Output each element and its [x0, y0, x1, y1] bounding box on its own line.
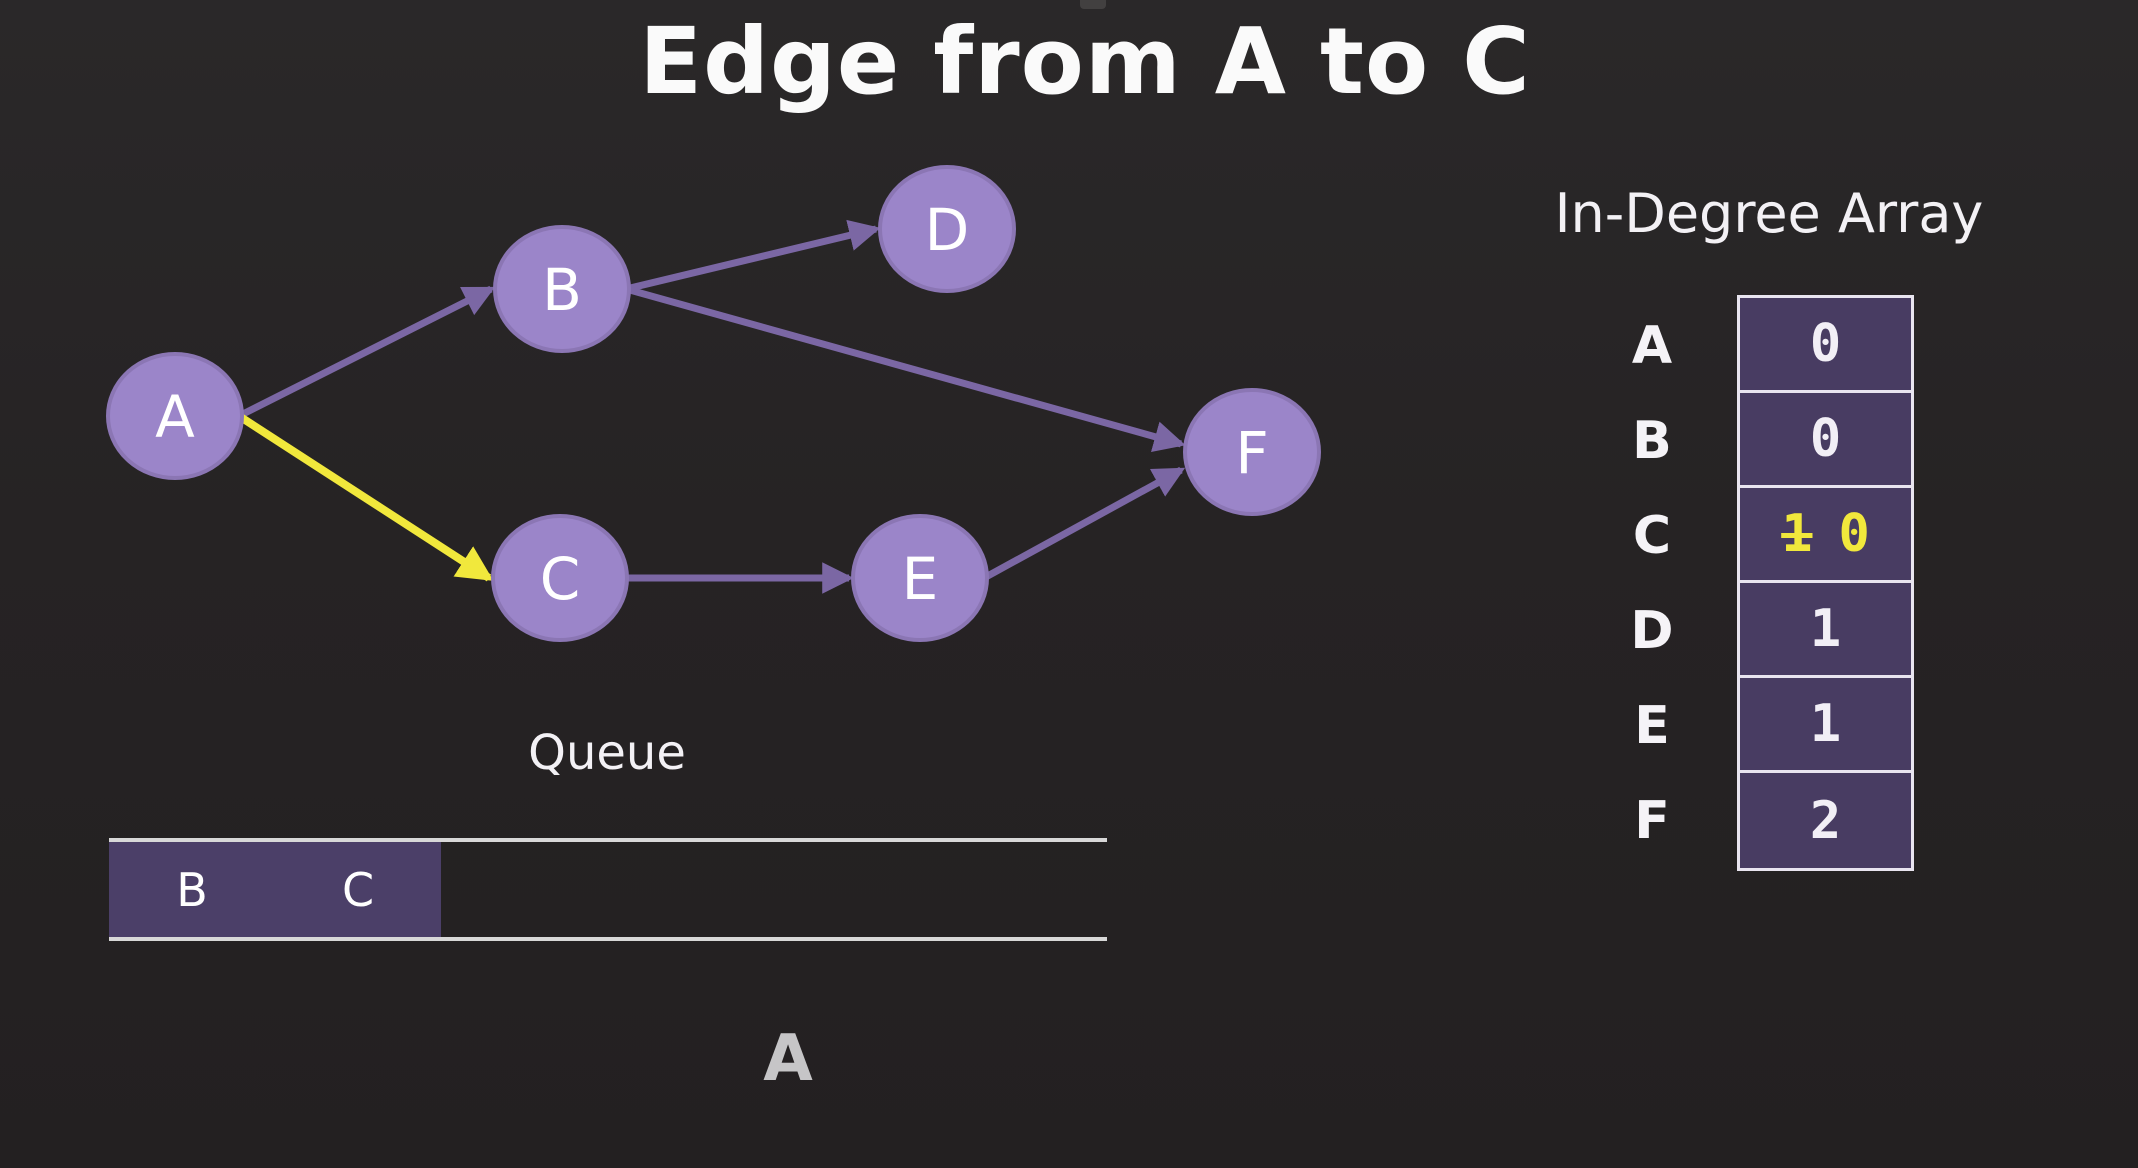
indegree-row-label-E: E [1634, 695, 1670, 756]
node-circle-D [878, 165, 1016, 293]
graph-node-E: E [851, 514, 989, 642]
queue-item-C: C [341, 862, 375, 917]
edge-E-F [982, 466, 1186, 582]
graph-nodes: A B C D E F [106, 165, 1321, 642]
graph-node-D: D [878, 165, 1016, 293]
video-artifact [1080, 0, 1106, 9]
node-label-D: D [925, 196, 970, 264]
node-label-F: F [1235, 419, 1268, 487]
edge-B-D [625, 219, 881, 293]
edge-A-C-highlighted [236, 412, 494, 582]
edge-A-B [237, 285, 496, 420]
node-label-C: C [540, 545, 581, 613]
graph-node-B: B [493, 225, 631, 353]
indegree-cell-F: 2 [1740, 773, 1911, 868]
indegree-value-C: 0 [1838, 504, 1870, 564]
processed-node-label: A [763, 1022, 813, 1096]
node-circle-F [1183, 388, 1321, 516]
indegree-row-label-C: C [1632, 505, 1672, 566]
queue-item-B: B [176, 862, 208, 917]
node-circle-A [106, 352, 244, 480]
node-label-B: B [542, 256, 582, 324]
graph-edges [236, 219, 1186, 594]
graph-node-C: C [491, 514, 629, 642]
graph-node-A: A [106, 352, 244, 480]
indegree-row-label-F: F [1634, 790, 1670, 851]
in-degree-title: In-Degree Array [1554, 182, 1984, 245]
edge-B-F [625, 285, 1186, 452]
node-circle-E [851, 514, 989, 642]
graph-node-F: F [1183, 388, 1321, 516]
node-circle-B [493, 225, 631, 353]
indegree-cell-B: 0 [1740, 393, 1911, 488]
indegree-cell-A: 0 [1740, 298, 1911, 393]
node-circle-C [491, 514, 629, 642]
indegree-row-label-A: A [1631, 315, 1673, 376]
indegree-old-value-C: 1 [1781, 504, 1813, 564]
node-label-A: A [155, 383, 195, 451]
indegree-row-label-B: B [1632, 410, 1672, 471]
node-label-E: E [902, 545, 939, 613]
page-title: Edge from A to C [639, 8, 1531, 115]
indegree-row-label-D: D [1630, 600, 1674, 661]
indegree-cell-E: 1 [1740, 678, 1911, 773]
queue-title: Queue [528, 725, 686, 781]
indegree-cell-D: 1 [1740, 583, 1911, 678]
